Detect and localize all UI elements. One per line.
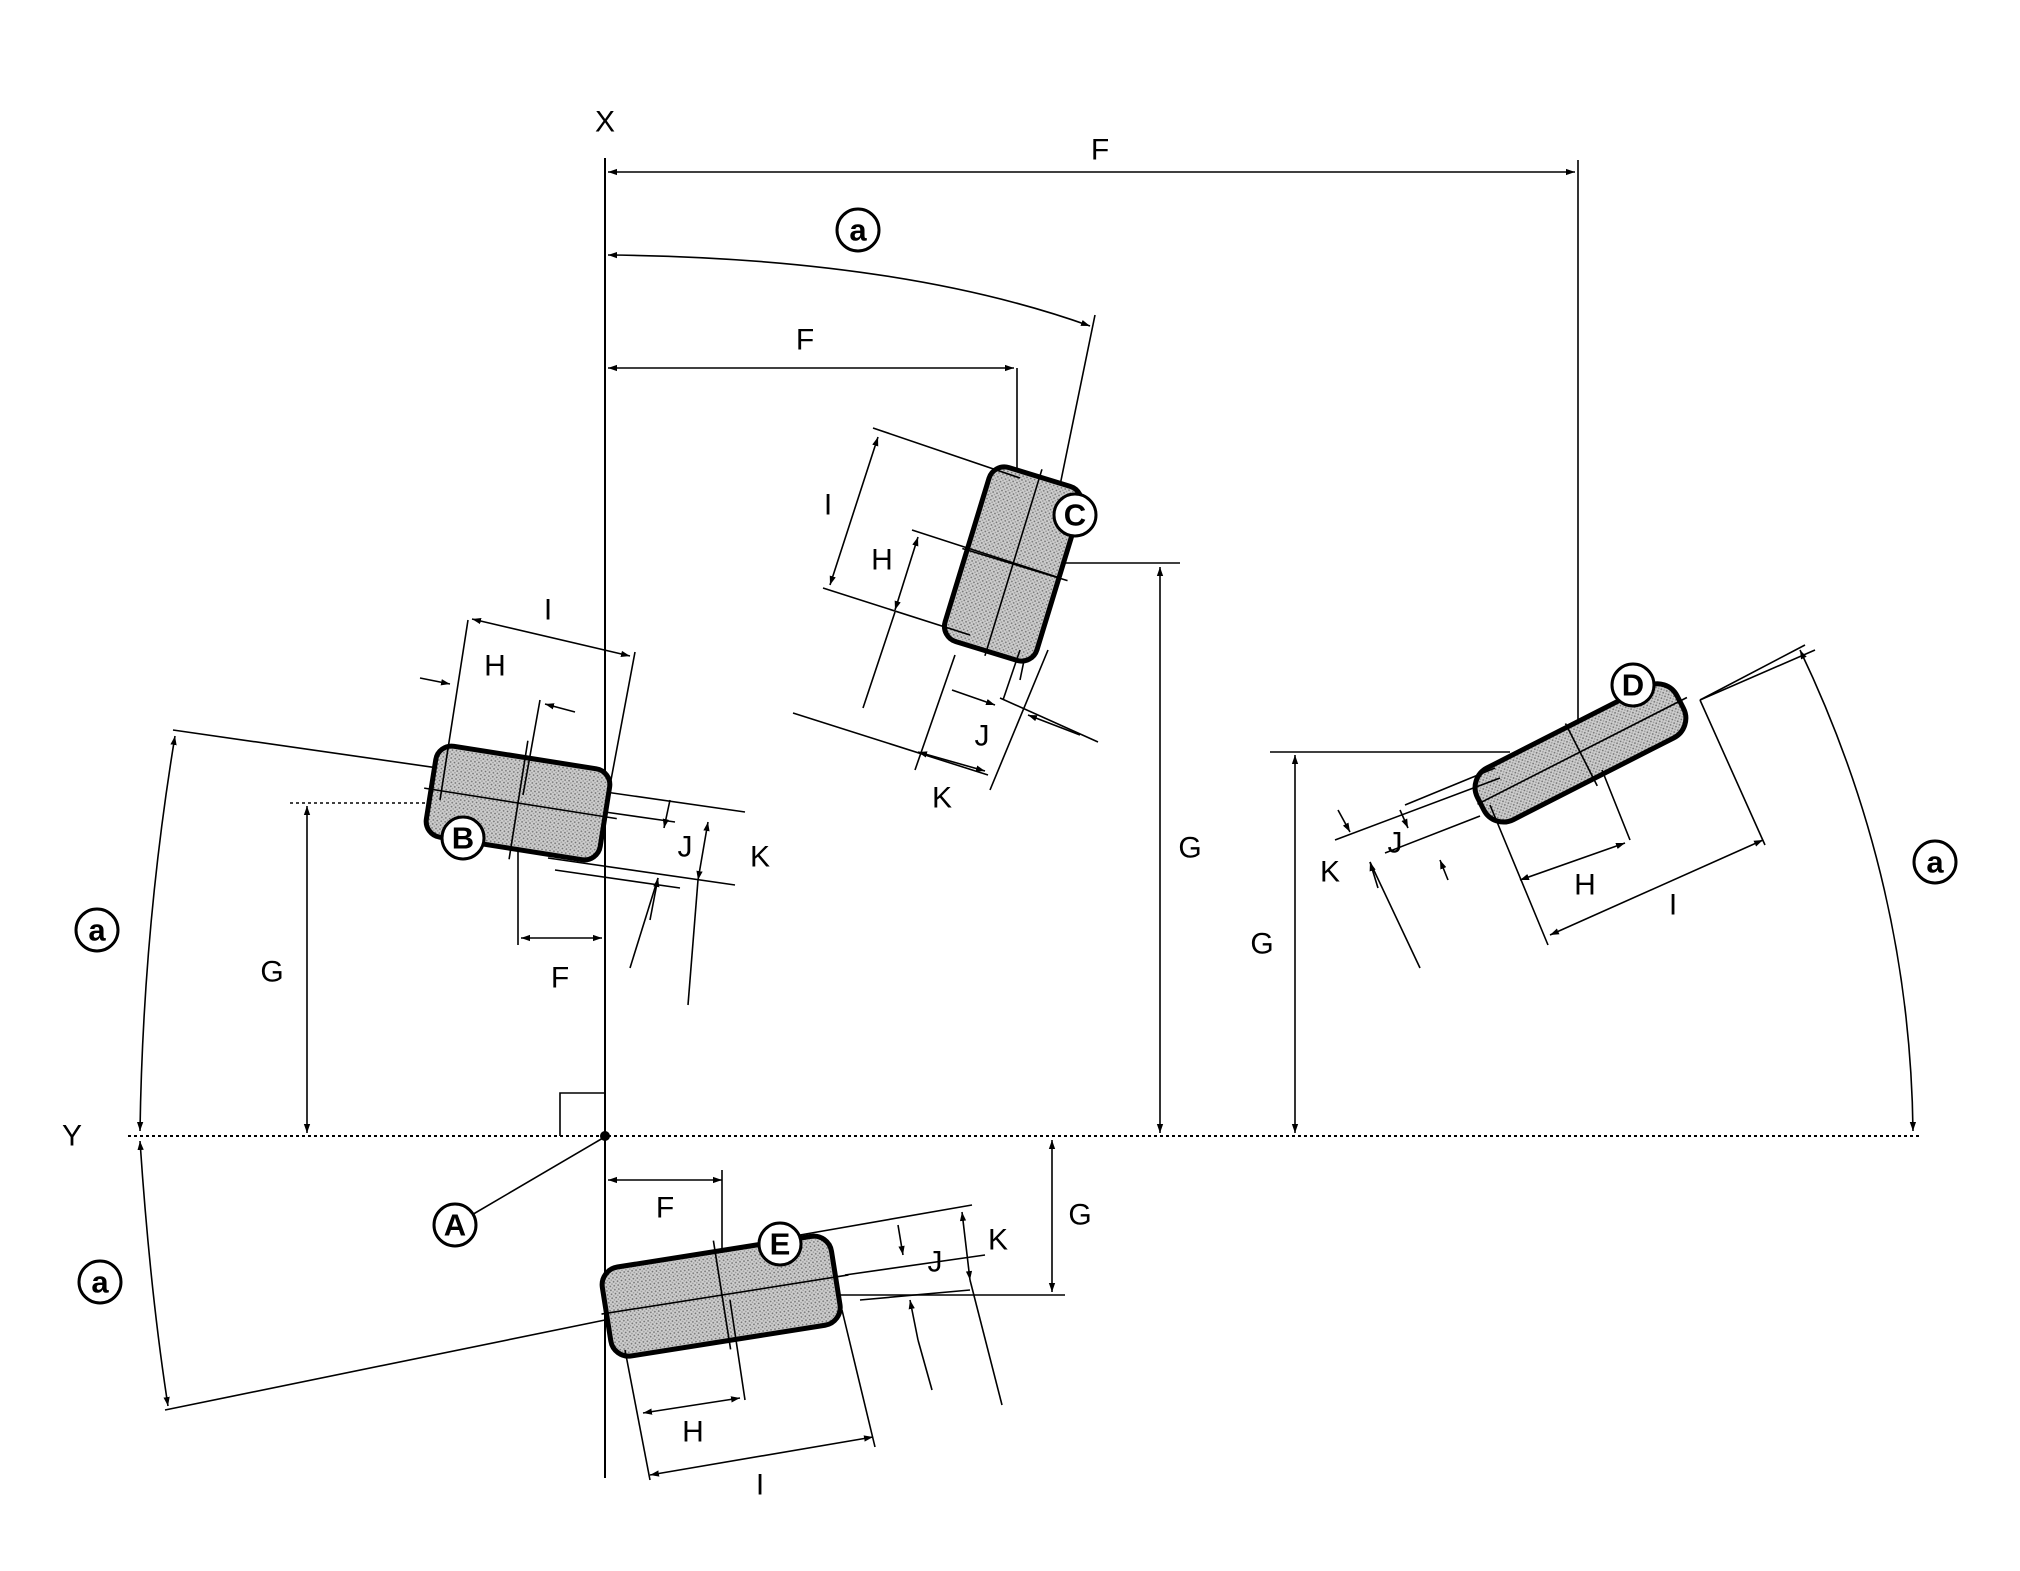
angle-label-a-D: a (1926, 845, 1944, 880)
dim-label-K-C: K (932, 782, 952, 815)
point-label-D: D (1622, 668, 1644, 703)
right-angle-symbol (559, 1092, 605, 1136)
point-label-C: C (1064, 498, 1086, 533)
dim-label-J-D: J (1388, 827, 1403, 860)
angle-label-a-C: a (849, 213, 867, 248)
point-label-A: A (444, 1208, 466, 1243)
x-axis-label: X (595, 106, 615, 139)
dim-label-H-E: H (682, 1416, 704, 1449)
dim-label-J-C: J (975, 720, 990, 753)
dim-label-I-E: I (756, 1469, 764, 1502)
dim-label-G-D: G (1250, 928, 1273, 961)
dim-label-F-E: F (656, 1192, 674, 1225)
point-A-group: A (432, 1137, 604, 1248)
dim-label-F-C: F (796, 324, 814, 357)
dim-label-K-B: K (750, 841, 770, 874)
dim-label-G-E: G (1068, 1199, 1091, 1232)
angle-label-a-E: a (91, 1265, 109, 1300)
dim-label-F-B: F (551, 962, 569, 995)
pad-E (599, 1233, 843, 1359)
pad-B-group: G F I H J K B (172, 594, 770, 1133)
dim-label-I-C: I (824, 489, 832, 522)
pad-C-group: F G I H K J C (608, 324, 1202, 1133)
dim-label-H-D: H (1574, 869, 1596, 902)
dim-label-J-E: J (928, 1246, 943, 1279)
angle-a-B: a (74, 735, 177, 1132)
dim-label-G-C: G (1178, 832, 1201, 865)
pad-D-group: G H I K J D (1250, 649, 1816, 1133)
dim-label-I-B: I (544, 594, 552, 627)
angle-label-a-B: a (88, 913, 106, 948)
dim-label-H-C: H (871, 544, 893, 577)
dim-label-G-B: G (260, 956, 283, 989)
dim-label-H-B: H (484, 650, 506, 683)
point-label-B: B (452, 821, 474, 856)
axes: X Y (62, 106, 1920, 1478)
dimension-F-top: F (608, 134, 1579, 755)
dim-label-K-E: K (988, 1224, 1008, 1257)
y-axis-label: Y (62, 1120, 82, 1153)
dim-label-J-B: J (678, 831, 693, 864)
angle-a-D: a (1699, 644, 1958, 1132)
dim-label-F-top: F (1091, 134, 1109, 167)
angle-a-E: a (77, 1140, 170, 1407)
dim-label-I-D: I (1669, 889, 1677, 922)
pad-E-group: F G H I J K E (164, 1140, 1092, 1502)
dim-label-K-D: K (1320, 856, 1340, 889)
point-label-E: E (770, 1227, 791, 1262)
